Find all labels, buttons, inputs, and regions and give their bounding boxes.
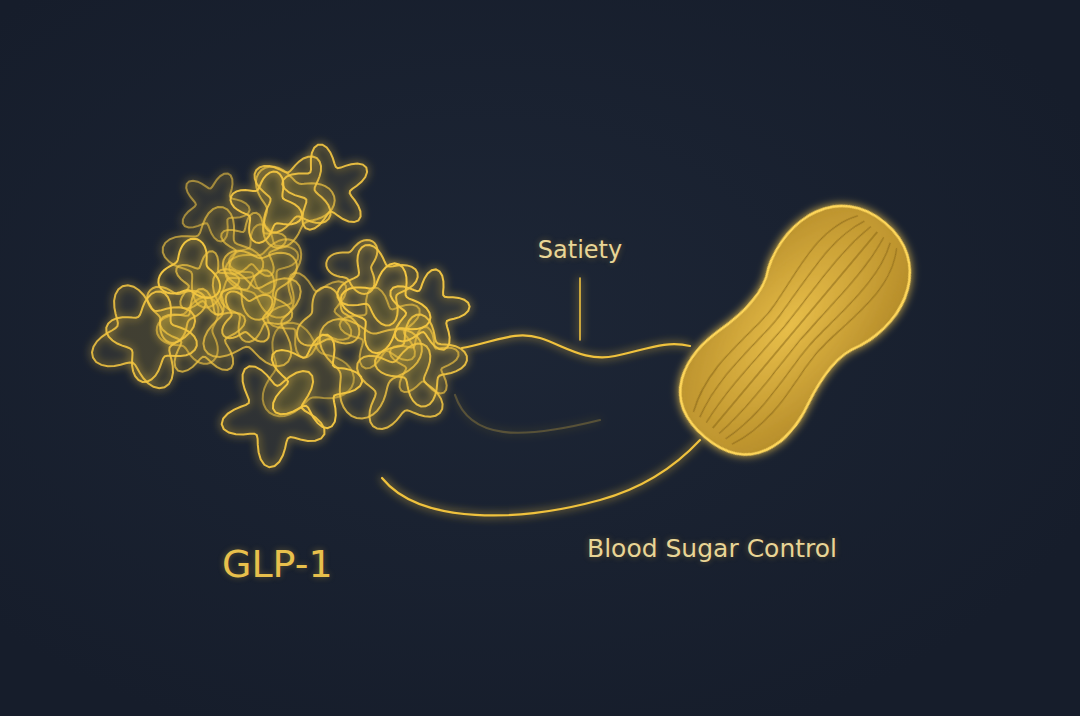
pathway-label: Satiety <box>538 236 622 264</box>
protein-tangle <box>92 145 470 468</box>
blood-sugar-pathway <box>382 440 700 515</box>
organ-stripe <box>683 207 858 412</box>
pathway-label: Blood Sugar Control <box>587 534 837 563</box>
protein-loop <box>255 157 331 233</box>
leader-line <box>579 278 581 340</box>
satiety-pathway <box>462 335 690 357</box>
organ-stripe <box>719 237 887 436</box>
organ-stripe <box>726 243 898 445</box>
protein-loop <box>203 269 300 366</box>
organ-stripe <box>732 248 907 453</box>
protein-loop <box>340 288 420 369</box>
molecule-label: GLP-1 <box>222 542 333 586</box>
protein-loop <box>229 224 298 293</box>
protein-loop <box>92 285 195 388</box>
pancreas-organ <box>653 179 936 480</box>
organ-stripe <box>703 224 871 423</box>
connector-shade <box>455 395 600 433</box>
organ-stripe <box>713 232 878 428</box>
